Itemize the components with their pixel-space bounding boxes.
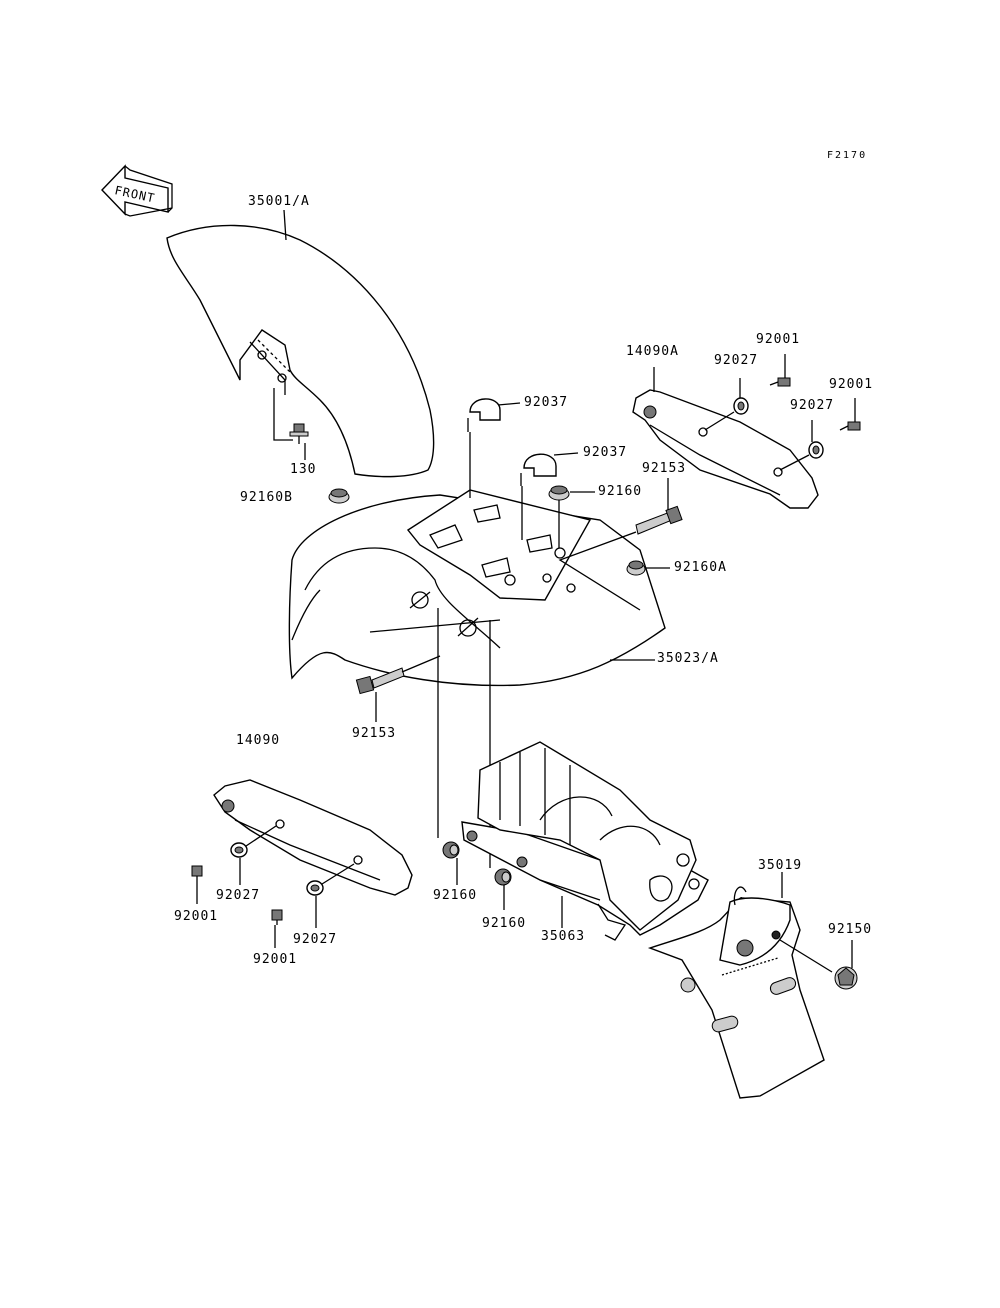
washer-92027-l1-icon [230, 842, 248, 858]
label-14090: 14090 [236, 733, 281, 748]
clamp-lower-icon [520, 453, 557, 486]
label-92153-right: 92153 [642, 461, 687, 476]
grommet-92160-l-icon [442, 841, 460, 859]
label-130: 130 [290, 462, 317, 477]
label-92027-r1: 92027 [714, 353, 759, 368]
side-cover-right [632, 389, 819, 509]
grommet-92160-r-icon [494, 868, 512, 886]
figure-code: F2170 [827, 150, 868, 161]
label-92150: 92150 [828, 922, 873, 937]
front-arrow-icon [101, 164, 173, 217]
label-92160-top: 92160 [598, 484, 643, 499]
bolt-92153-right-icon [635, 505, 683, 535]
label-35019: 35019 [758, 858, 803, 873]
bolt-92153-left-icon [355, 667, 405, 695]
label-92160a: 92160A [674, 560, 727, 575]
label-14090a: 14090A [626, 344, 679, 359]
grommet-92160b-icon [328, 488, 350, 504]
label-92027-l2: 92027 [293, 932, 338, 947]
screw-92001-l2-icon [271, 909, 283, 925]
label-92001-l1: 92001 [174, 909, 219, 924]
label-92027-r2: 92027 [790, 398, 835, 413]
front-fender [166, 224, 435, 478]
mount-plate [406, 489, 592, 601]
label-92001-r1: 92001 [756, 332, 801, 347]
label-92160b: 92160B [240, 490, 293, 505]
bolt-92150-icon [834, 966, 858, 990]
mud-flap-35019 [647, 886, 825, 1099]
label-35023-a: 35023/A [657, 651, 719, 666]
screw-92001-r2-icon [839, 421, 861, 431]
grommet-92160-top-icon [548, 485, 570, 501]
label-92160-l: 92160 [433, 888, 478, 903]
label-92037-upper: 92037 [524, 395, 569, 410]
label-92160-r: 92160 [482, 916, 527, 931]
label-92037-lower: 92037 [583, 445, 628, 460]
label-35063: 35063 [541, 929, 586, 944]
label-92001-l2: 92001 [253, 952, 298, 967]
washer-92027-r2-icon [808, 441, 824, 459]
bolt-130-icon [289, 423, 309, 444]
label-92153-left: 92153 [352, 726, 397, 741]
clamp-upper-icon [467, 398, 501, 432]
washer-92027-r1-icon [733, 397, 749, 415]
bracket-35063 [461, 741, 709, 941]
washer-92027-l2-icon [306, 880, 324, 896]
screw-92001-l1-icon [191, 865, 203, 880]
label-35001-a: 35001/A [248, 194, 310, 209]
grommet-92160a-icon [626, 560, 646, 576]
screw-92001-r1-icon [769, 377, 791, 387]
label-92027-l1: 92027 [216, 888, 261, 903]
side-cover-left [213, 779, 413, 896]
label-92001-r2: 92001 [829, 377, 874, 392]
